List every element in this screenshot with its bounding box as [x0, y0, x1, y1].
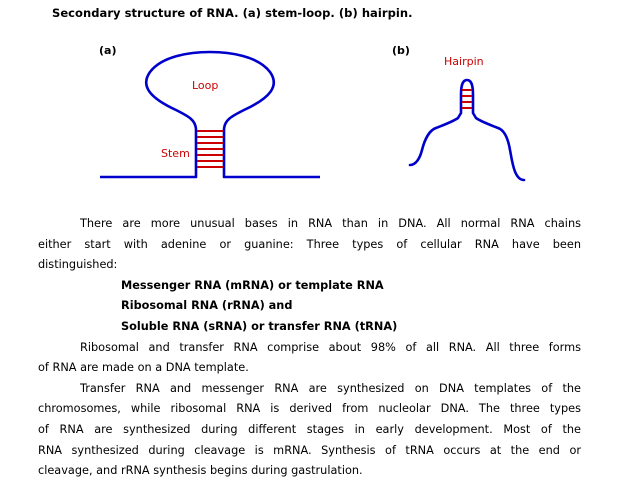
panel-a-label: (a) [99, 44, 117, 57]
panel-b-label: (b) [392, 44, 410, 57]
paragraph-3: Transfer RNA and messenger RNA are synth… [38, 379, 581, 482]
stem-label: Stem [161, 147, 190, 160]
loop-label: Loop [192, 79, 218, 92]
paragraph-1-line-3: distinguished: [38, 258, 118, 272]
stem-loop-structure: Loop Stem [100, 50, 320, 179]
rna-secondary-structure-diagram: Loop Stem Hairpin [100, 50, 526, 182]
stem-base-pairs [197, 130, 223, 168]
paragraph-1-line-1: There are more unusual bases in RNA than… [80, 217, 581, 230]
stem-loop-strand [100, 50, 320, 179]
paragraph-3-line-5: cleavage, and rRNA synthesis begins duri… [38, 464, 363, 478]
paragraph-2-line-2: of RNA are made on a DNA template. [38, 361, 249, 375]
paragraph-3-line-3: of RNA are synthesized during different … [38, 422, 581, 436]
rna-type-trna: Soluble RNA (sRNA) or transfer RNA (tRNA… [121, 319, 398, 333]
figure-heading: Secondary structure of RNA. (a) stem-loo… [52, 6, 413, 20]
body-text: There are more unusual bases in RNA than… [38, 214, 581, 482]
hairpin-strand [408, 78, 526, 182]
paragraph-2-line-1: Ribosomal and transfer RNA comprise abou… [80, 340, 581, 354]
rna-type-rrna: Ribosomal RNA (rRNA) and [121, 299, 293, 313]
paragraph-3-line-1: Transfer RNA and messenger RNA are synth… [80, 381, 581, 395]
paragraph-1-line-2: either start with adenine or guanine: Th… [38, 237, 581, 251]
rna-type-mrna: Messenger RNA (mRNA) or template RNA [121, 278, 384, 292]
paragraph-1: There are more unusual bases in RNA than… [38, 214, 581, 276]
paragraph-3-line-4: RNA synthesized during cleavage is mRNA.… [38, 443, 581, 457]
paragraph-2: Ribosomal and transfer RNA comprise abou… [38, 338, 581, 379]
hairpin-label: Hairpin [444, 55, 484, 68]
hairpin-structure: Hairpin [408, 55, 526, 182]
rna-types-list: Messenger RNA (mRNA) or template RNA Rib… [38, 276, 581, 338]
paragraph-3-line-2: chromosomes, while ribosomal RNA is deri… [38, 402, 581, 416]
hairpin-base-pairs [462, 89, 472, 109]
